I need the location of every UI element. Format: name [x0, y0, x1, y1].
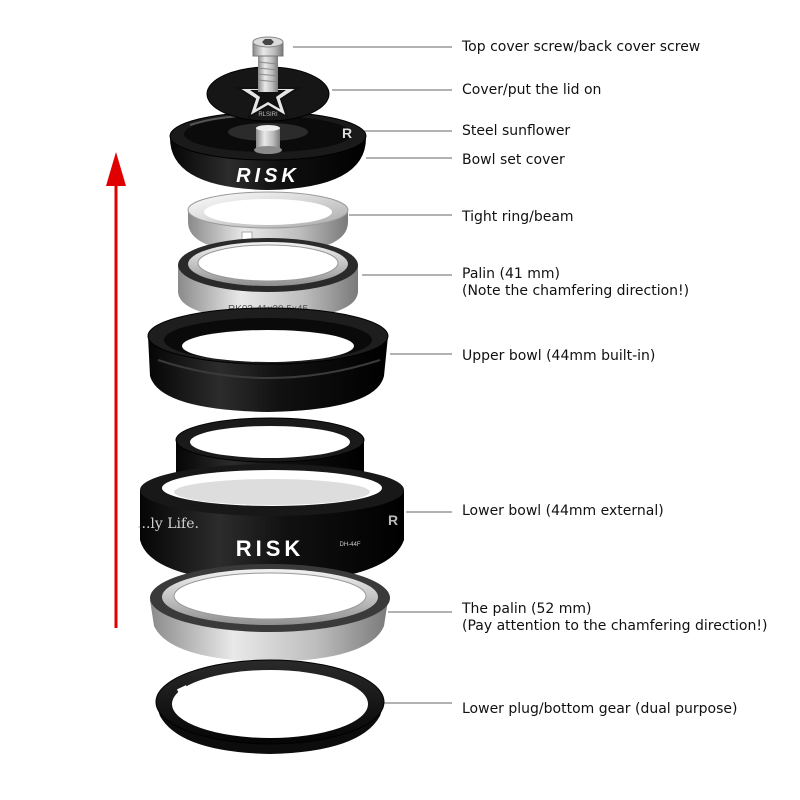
callout-upper-bowl-line-1: Upper bowl (44mm built-in) [462, 348, 656, 364]
callout-bearing-upper-line-1: Palin (41 mm) [462, 266, 560, 282]
lower-bowl-slogan: ...ly Life. [137, 516, 199, 532]
callout-lower-plug-line-1: Lower plug/bottom gear (dual purpose) [462, 701, 738, 717]
callout-tight-ring-line-1: Tight ring/beam [462, 209, 574, 225]
cover-brand-logo: RISK [236, 165, 300, 187]
lower-bowl-part: ...ly Life. RISK DH-44F R [137, 417, 404, 584]
bearing-lower-part [150, 564, 390, 662]
lid-small-text: RLSIRI [258, 112, 278, 118]
lower-plug-part [155, 659, 385, 754]
callout-bearing-lower-line-2: (Pay attention to the chamfering directi… [462, 618, 768, 634]
callout-tight-ring: Tight ring/beam [462, 209, 574, 226]
callout-lower-bowl-line-1: Lower bowl (44mm external) [462, 503, 664, 519]
top-screw-part [252, 36, 284, 92]
cover-lid-part: RLSIRI [206, 66, 330, 122]
assembly-direction-arrow [106, 152, 126, 628]
callout-cover-lid-line-1: Cover/put the lid on [462, 82, 602, 98]
callout-top-screw-line-1: Top cover screw/back cover screw [462, 39, 701, 55]
lower-bowl-model: DH-44F [339, 542, 360, 548]
callout-steel-sunflower: Steel sunflower [462, 123, 570, 140]
callout-bowl-set-cover-line-1: Bowl set cover [462, 152, 565, 168]
callout-bearing-upper-line-2: (Note the chamfering direction!) [462, 283, 690, 299]
callout-lower-plug: Lower plug/bottom gear (dual purpose) [462, 701, 738, 718]
callout-lower-bowl: Lower bowl (44mm external) [462, 503, 664, 520]
cover-side-letter: R [342, 125, 352, 141]
callout-cover-lid: Cover/put the lid on [462, 82, 601, 99]
callout-top-screw: Top cover screw/back cover screw [462, 39, 700, 56]
lower-bowl-side-letter: R [388, 512, 398, 528]
callout-upper-bowl: Upper bowl (44mm built-in) [462, 348, 655, 365]
lower-bowl-brand-logo: RISK [236, 536, 305, 561]
callout-bearing-upper: Palin (41 mm) (Note the chamfering direc… [462, 266, 689, 300]
steel-sunflower-part [254, 125, 282, 154]
callout-bearing-lower-line-1: The palin (52 mm) [462, 601, 592, 617]
upper-bowl-part [147, 307, 389, 412]
callout-bowl-set-cover: Bowl set cover [462, 152, 565, 169]
callout-bearing-lower: The palin (52 mm) (Pay attention to the … [462, 601, 767, 635]
callout-steel-sunflower-line-1: Steel sunflower [462, 123, 571, 139]
